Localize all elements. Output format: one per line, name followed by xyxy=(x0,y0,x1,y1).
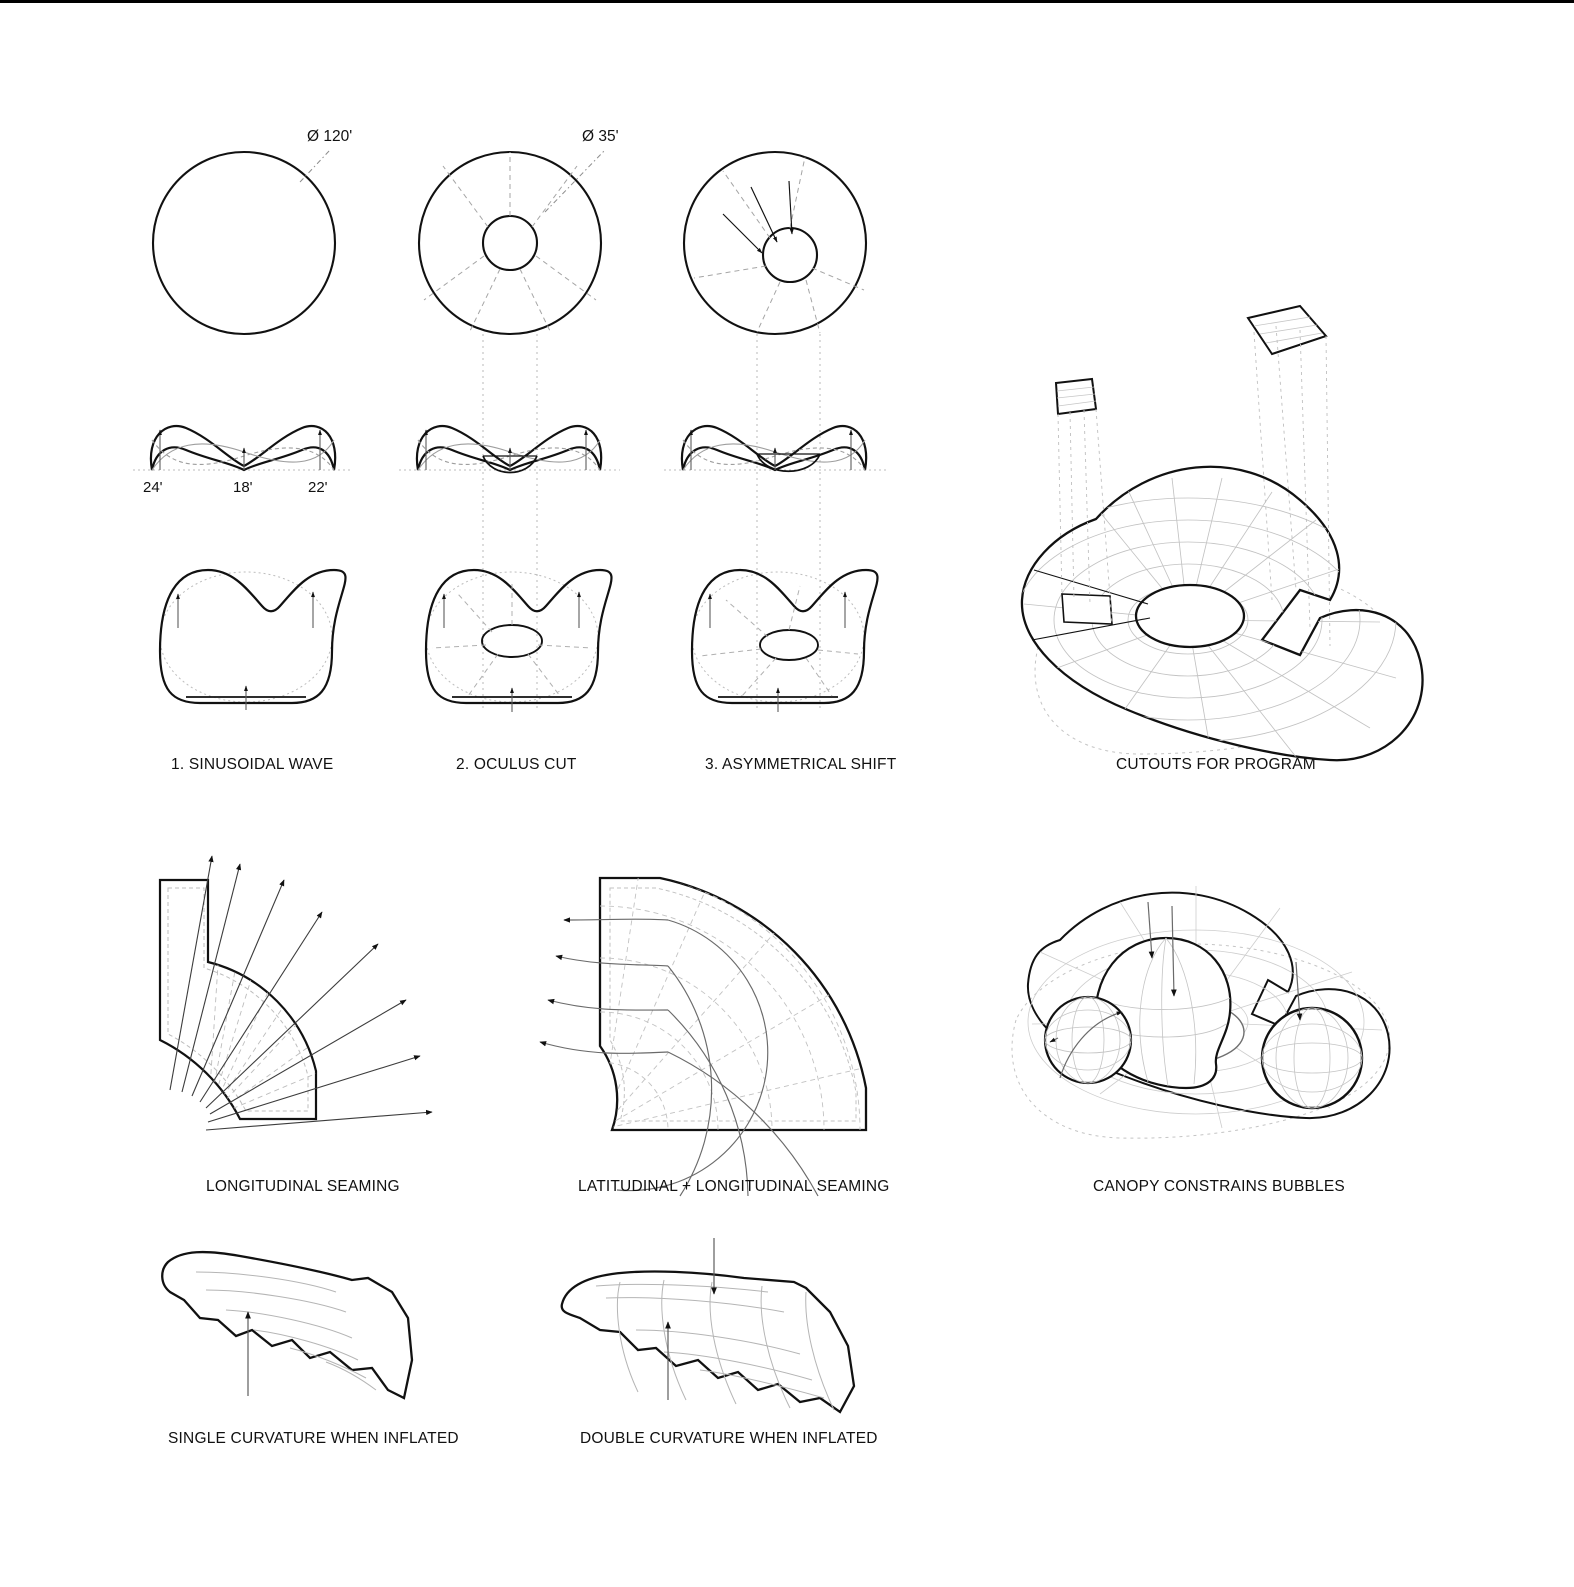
blob-step3 xyxy=(690,568,879,712)
seam-quarter-annulus-1 xyxy=(158,878,318,1121)
seam-offset-outline-1 xyxy=(167,887,309,1112)
seam-offset-outline-2 xyxy=(609,887,857,1122)
section-arrows-step3 xyxy=(689,429,853,470)
bubble-constraint-arrows xyxy=(1049,901,1303,1079)
caption-longitudinal: LONGITUDINAL SEAMING xyxy=(206,1178,400,1195)
blob-arrows-step2 xyxy=(442,591,581,712)
oculus-ellipse-step2 xyxy=(481,624,543,658)
blob-spokes-step2 xyxy=(431,584,593,697)
single-curvature-surface xyxy=(161,1250,414,1400)
section-profile-step3 xyxy=(664,425,886,473)
blob-arrows-step1 xyxy=(176,591,315,710)
section-arrows-step1 xyxy=(158,429,322,470)
single-curvature-seams xyxy=(195,1271,377,1391)
latitudinal-seam-arcs xyxy=(616,919,819,1197)
caption-step3: 3. ASYMMETRICAL SHIFT xyxy=(705,756,897,773)
blob-arrows-step3 xyxy=(708,591,847,712)
caption-step1: 1. SINUSOIDAL WAVE xyxy=(171,756,334,773)
section-arrows-step2 xyxy=(424,429,588,470)
caption-single-curvature: SINGLE CURVATURE WHEN INFLATED xyxy=(168,1430,459,1447)
caption-double-curvature: DOUBLE CURVATURE WHEN INFLATED xyxy=(580,1430,878,1447)
leader-line-oculus-diameter xyxy=(544,149,606,213)
cutout-projection-lines xyxy=(1057,325,1331,647)
axon-canopy-cutouts xyxy=(1020,304,1424,762)
latlong-grid xyxy=(600,878,866,1130)
caption-step2: 2. OCULUS CUT xyxy=(456,756,577,773)
canopy-constrains-bubbles xyxy=(1011,886,1391,1139)
seam-quarter-annulus-2 xyxy=(598,876,868,1132)
latlong-seaming-diagram xyxy=(539,876,868,1197)
oculus-circle-step2 xyxy=(481,214,539,272)
blob-step2 xyxy=(424,568,613,712)
radial-spokes-step3 xyxy=(693,156,865,334)
bubble-sphere-right xyxy=(1260,1006,1364,1110)
double-curvature-diagram xyxy=(560,1238,856,1414)
oculus-ellipse-step3 xyxy=(759,629,819,661)
bubble-ground-footprint xyxy=(1011,943,1391,1139)
section-dim-center: 18' xyxy=(233,479,253,496)
canopy-diameter-label: Ø 120' xyxy=(307,128,353,145)
canopy-oculus xyxy=(1134,583,1246,649)
sheet-top-rule xyxy=(0,0,1574,3)
section-dim-left: 24' xyxy=(143,479,163,496)
caption-canopy-bubbles: CANOPY CONSTRAINS BUBBLES xyxy=(1093,1178,1345,1195)
oculus-diameter-label: Ø 35' xyxy=(582,128,619,145)
seam-expansion-arrows-1 xyxy=(169,855,433,1131)
seam-pull-arrows-2 xyxy=(539,917,669,1054)
section-profile-step2 xyxy=(399,425,620,474)
section-dim-right: 22' xyxy=(308,479,328,496)
blob-spokes-step3 xyxy=(699,585,859,697)
shift-arrows-step3 xyxy=(722,180,794,254)
section-profile-step1 xyxy=(133,425,352,472)
radial-spokes-step2 xyxy=(423,152,597,332)
caption-latlong: LATITUDINAL + LONGITUDINAL SEAMING xyxy=(578,1178,890,1195)
plan-circle-step3 xyxy=(682,150,868,712)
single-curvature-diagram xyxy=(161,1250,414,1400)
plan-circle-step1 xyxy=(151,149,337,336)
oculus-circle-step3 xyxy=(761,226,819,284)
longitudinal-seaming-diagram xyxy=(158,855,433,1131)
canopy-cut-openings xyxy=(1061,593,1113,625)
double-curvature-surface xyxy=(560,1270,856,1414)
blob-step1 xyxy=(158,568,347,710)
caption-cutouts: CUTOUTS FOR PROGRAM xyxy=(1116,756,1316,773)
cutout-piece-small xyxy=(1054,377,1098,416)
leader-line-canopy-diameter xyxy=(299,149,331,183)
plan-circle-step2 xyxy=(417,149,606,712)
double-curvature-seams xyxy=(595,1279,835,1411)
